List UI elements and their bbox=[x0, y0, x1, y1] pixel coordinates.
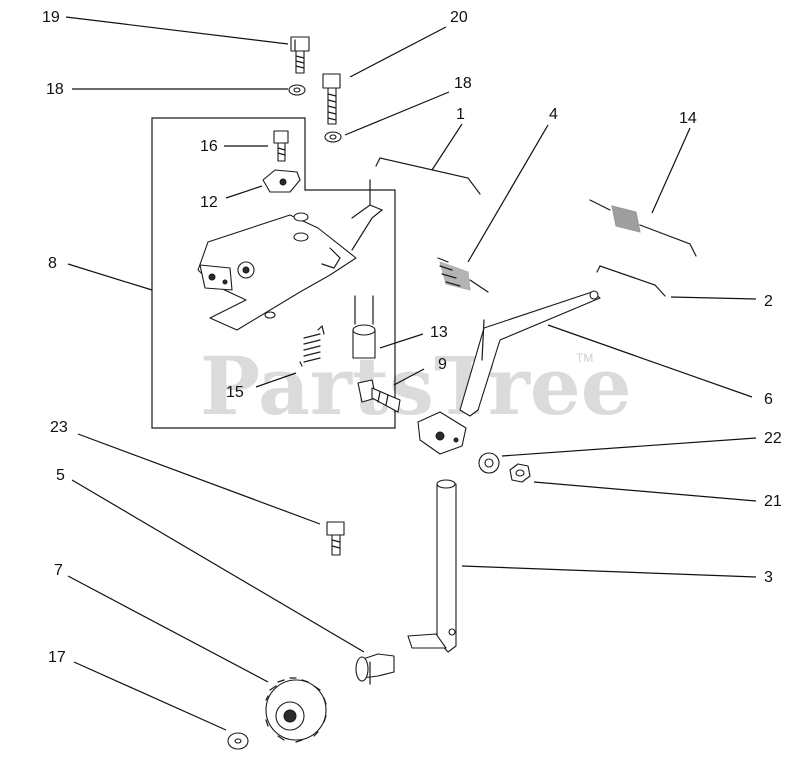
callout-16: 16 bbox=[200, 138, 218, 155]
callout-3: 3 bbox=[764, 569, 773, 586]
callout-15: 15 bbox=[226, 384, 244, 401]
part-20-bolt[interactable] bbox=[322, 73, 341, 125]
callout-2: 2 bbox=[764, 293, 773, 310]
part-4-spring[interactable] bbox=[437, 257, 489, 293]
leader-8 bbox=[67, 263, 153, 291]
callout-21: 21 bbox=[764, 493, 782, 510]
part-18-washer-right-hole bbox=[329, 134, 337, 140]
callout-8: 8 bbox=[48, 255, 57, 272]
leader-19 bbox=[65, 16, 289, 45]
callout-22: 22 bbox=[764, 430, 782, 447]
leader-12 bbox=[225, 185, 263, 199]
callout-4: 4 bbox=[549, 106, 558, 123]
lever-pivot-block bbox=[417, 411, 467, 455]
callout-5: 5 bbox=[56, 467, 65, 484]
callout-9: 9 bbox=[438, 356, 447, 373]
callout-18-right: 18 bbox=[454, 75, 472, 92]
leader-22 bbox=[501, 437, 757, 457]
part-18-washer-upper-hole bbox=[293, 87, 301, 93]
callout-7: 7 bbox=[54, 562, 63, 579]
leader-21 bbox=[533, 481, 757, 502]
part-16-bolt[interactable] bbox=[273, 130, 289, 162]
watermark-trademark: TM bbox=[576, 351, 593, 365]
part-7-gear[interactable] bbox=[265, 677, 327, 743]
leader-18b bbox=[344, 91, 450, 136]
callout-23: 23 bbox=[50, 419, 68, 436]
part-2-link-wire[interactable] bbox=[596, 265, 666, 297]
part-23-bolt[interactable] bbox=[326, 521, 345, 556]
leader-15 bbox=[255, 372, 297, 388]
leader-3 bbox=[461, 565, 757, 578]
part-22-washer[interactable] bbox=[478, 452, 500, 474]
part-13-spacer[interactable] bbox=[352, 295, 376, 359]
leader-17 bbox=[73, 661, 227, 731]
part-21-nut[interactable] bbox=[509, 463, 531, 483]
part-15-spring[interactable] bbox=[299, 324, 325, 367]
callout-6: 6 bbox=[764, 391, 773, 408]
callout-20: 20 bbox=[450, 9, 468, 26]
part-17-washer[interactable] bbox=[227, 732, 249, 750]
assembly-8-frame bbox=[151, 117, 396, 429]
leader-14 bbox=[651, 127, 691, 214]
callout-12: 12 bbox=[200, 194, 218, 211]
leader-1 bbox=[431, 123, 463, 171]
watermark: PartsTree bbox=[200, 339, 632, 433]
callout-18-left: 18 bbox=[46, 81, 64, 98]
part-6-control-lever[interactable] bbox=[459, 290, 601, 417]
part-19-bolt[interactable] bbox=[290, 36, 310, 74]
leader-20 bbox=[349, 26, 447, 78]
leader-7 bbox=[67, 575, 269, 683]
part-5-fitting[interactable] bbox=[355, 653, 395, 685]
leader-4 bbox=[467, 124, 549, 263]
part-9-bolt[interactable] bbox=[357, 379, 401, 413]
callout-19: 19 bbox=[42, 9, 60, 26]
leader-13 bbox=[379, 333, 424, 349]
callout-1: 1 bbox=[456, 106, 465, 123]
leader-23 bbox=[77, 433, 321, 525]
part-12-clamp[interactable] bbox=[262, 169, 301, 193]
part-3-rod[interactable] bbox=[407, 479, 457, 653]
leader-5 bbox=[71, 479, 365, 653]
leader-6 bbox=[547, 324, 753, 398]
callout-13: 13 bbox=[430, 324, 448, 341]
part-14-spring[interactable] bbox=[589, 199, 697, 257]
callout-17: 17 bbox=[48, 649, 66, 666]
part-8-control-bracket[interactable] bbox=[197, 179, 384, 331]
leader-9 bbox=[393, 368, 425, 386]
part-1-link-wire[interactable] bbox=[375, 157, 481, 195]
callout-14: 14 bbox=[679, 110, 697, 127]
leader-2 bbox=[670, 296, 757, 300]
